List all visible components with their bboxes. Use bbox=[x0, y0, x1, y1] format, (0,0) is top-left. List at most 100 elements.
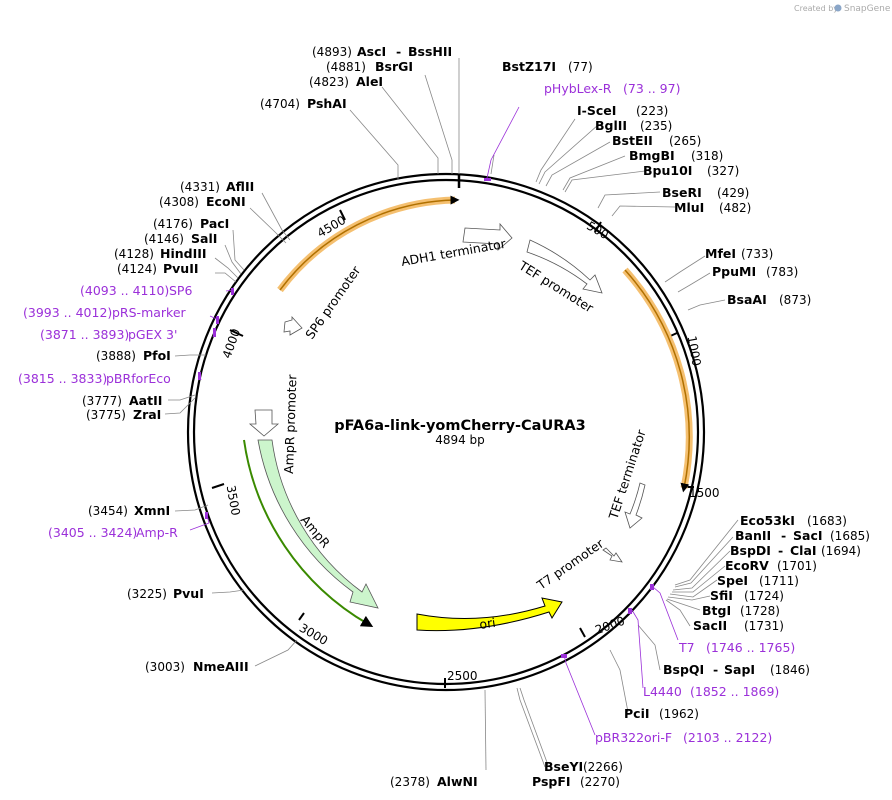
svg-text:-: - bbox=[396, 44, 401, 59]
ampr-arrow bbox=[257, 439, 379, 609]
primer-pbrforeco-name: pBRforEco bbox=[106, 371, 171, 386]
primer-phyblex-name: pHybLex-R bbox=[544, 81, 612, 96]
primer-t7-range: (1746 .. 1765) bbox=[706, 640, 795, 655]
svg-text:(1683): (1683) bbox=[807, 514, 847, 528]
snapgene-icon bbox=[834, 4, 842, 12]
site-sapi: SapI bbox=[724, 662, 755, 677]
svg-text:(4704): (4704) bbox=[260, 97, 300, 111]
site-aatii: AatII bbox=[129, 393, 162, 408]
site-aflii: AflII bbox=[226, 179, 254, 194]
site-leader-lines bbox=[164, 58, 739, 771]
primer-prs-name: pRS-marker bbox=[112, 305, 187, 320]
svg-text:(4176): (4176) bbox=[153, 217, 193, 231]
svg-text:(2378): (2378) bbox=[390, 775, 430, 789]
site-xmni: XmnI bbox=[134, 503, 170, 518]
site-alwni: AlwNI bbox=[437, 774, 478, 789]
svg-text:(4146): (4146) bbox=[144, 232, 184, 246]
site-iscei: I-SceI bbox=[577, 103, 616, 118]
site-bseri: BseRI bbox=[662, 185, 702, 200]
primer-sp6-name: SP6 bbox=[169, 283, 192, 298]
created-by-text: Created by bbox=[794, 4, 838, 13]
adh1-terminator-label: ADH1 terminator bbox=[400, 236, 508, 269]
site-sfii: SfiI bbox=[710, 588, 733, 603]
tef-terminator-arrow bbox=[624, 482, 646, 529]
svg-text:(4823): (4823) bbox=[309, 75, 349, 89]
svg-text:-: - bbox=[713, 662, 718, 677]
site-saci: SacI bbox=[793, 528, 823, 543]
svg-text:(3777): (3777) bbox=[82, 394, 122, 408]
sp6-promoter-label: SP6 promoter bbox=[302, 262, 364, 341]
svg-text:(2270): (2270) bbox=[580, 775, 620, 789]
primer-sp6-range: (4093 .. 4110) bbox=[80, 283, 169, 298]
site-bmgbi: BmgBI bbox=[629, 148, 675, 163]
site-ecorv: EcoRV bbox=[725, 558, 769, 573]
ori-arrow bbox=[416, 597, 563, 632]
site-ppumi: PpuMI bbox=[712, 264, 756, 279]
svg-text:(4881): (4881) bbox=[326, 60, 366, 74]
adh1-terminator-arrow bbox=[462, 222, 513, 251]
site-spei: SpeI bbox=[717, 573, 748, 588]
primer-pbr322ori-range: (2103 .. 2122) bbox=[683, 730, 772, 745]
svg-text:(318): (318) bbox=[691, 149, 723, 163]
svg-text:(265): (265) bbox=[669, 134, 701, 148]
svg-text:(1728): (1728) bbox=[740, 604, 780, 618]
highlighted-feature-arcs bbox=[277, 195, 693, 493]
tick-3500: 3500 bbox=[224, 484, 243, 517]
svg-text:(1685): (1685) bbox=[830, 529, 870, 543]
site-econi: EcoNI bbox=[206, 194, 246, 209]
svg-text:(1962): (1962) bbox=[659, 707, 699, 721]
svg-text:-: - bbox=[781, 528, 786, 543]
primer-ampr-range: (3405 .. 3424) bbox=[48, 525, 137, 540]
primer-labels: pHybLex-R (73 .. 97) (4093 .. 4110) SP6 … bbox=[18, 81, 795, 745]
svg-text:(873): (873) bbox=[779, 293, 811, 307]
site-bspqi: BspQI bbox=[663, 662, 704, 677]
site-sacii: SacII bbox=[693, 618, 727, 633]
site-labels-left: (4893) AscI - BssHII (4881) BsrGI (4823)… bbox=[82, 44, 478, 789]
t7-promoter-label: T7 promoter bbox=[533, 535, 607, 593]
primer-pgex-name: pGEX 3' bbox=[128, 327, 177, 342]
site-clai: ClaI bbox=[790, 543, 817, 558]
site-bsteii: BstEII bbox=[612, 133, 653, 148]
site-labels-right: BstZ17I (77) I-SceI (223) BglII (235) Bs… bbox=[502, 59, 870, 789]
site-bsaai: BsaAI bbox=[727, 292, 767, 307]
svg-text:(3888): (3888) bbox=[96, 349, 136, 363]
ampr-highlight-arc bbox=[243, 439, 374, 628]
site-eco53ki: Eco53kI bbox=[740, 513, 795, 528]
site-pshai: PshAI bbox=[307, 96, 347, 111]
site-mlui: MluI bbox=[674, 200, 704, 215]
site-nmeaiii: NmeAIII bbox=[193, 659, 249, 674]
svg-text:(2266): (2266) bbox=[583, 760, 623, 774]
svg-text:(4331): (4331) bbox=[180, 180, 220, 194]
svg-text:(4124): (4124) bbox=[117, 262, 157, 276]
svg-text:(77): (77) bbox=[568, 60, 593, 74]
svg-text:(235): (235) bbox=[640, 119, 672, 133]
sp6-promoter-arrow bbox=[283, 315, 303, 336]
plasmid-length: 4894 bp bbox=[435, 433, 485, 447]
site-zrai: ZraI bbox=[133, 407, 161, 422]
primer-markers bbox=[189, 106, 679, 736]
site-bspdi: BspDI bbox=[730, 543, 771, 558]
svg-text:(783): (783) bbox=[766, 265, 798, 279]
site-pvui: PvuI bbox=[173, 586, 204, 601]
site-bstz17i: BstZ17I bbox=[502, 59, 556, 74]
primer-ampr-name: Amp-R bbox=[136, 525, 178, 540]
tick-3000: 3000 bbox=[297, 621, 330, 648]
tef-terminator-label: TEF terminator bbox=[605, 427, 649, 522]
svg-text:(3454): (3454) bbox=[88, 504, 128, 518]
svg-text:(1711): (1711) bbox=[759, 574, 799, 588]
svg-text:(4308): (4308) bbox=[159, 195, 199, 209]
snapgene-name: SnapGene bbox=[844, 4, 891, 14]
svg-text:(3775): (3775) bbox=[86, 408, 126, 422]
site-pspfi: PspFI bbox=[532, 774, 571, 789]
site-bsshii: BssHII bbox=[408, 44, 452, 59]
site-mfei: MfeI bbox=[705, 246, 736, 261]
site-pvuii: PvuII bbox=[163, 261, 199, 276]
tick-2500: 2500 bbox=[447, 669, 478, 683]
svg-text:(223): (223) bbox=[636, 104, 668, 118]
svg-text:(4893): (4893) bbox=[312, 45, 352, 59]
primer-pbrforeco-range: (3815 .. 3833) bbox=[18, 371, 107, 386]
tick-1500: 1500 bbox=[689, 486, 720, 500]
primer-prs-range: (3993 .. 4012) bbox=[23, 305, 112, 320]
site-bsrgi: BsrGI bbox=[375, 59, 413, 74]
